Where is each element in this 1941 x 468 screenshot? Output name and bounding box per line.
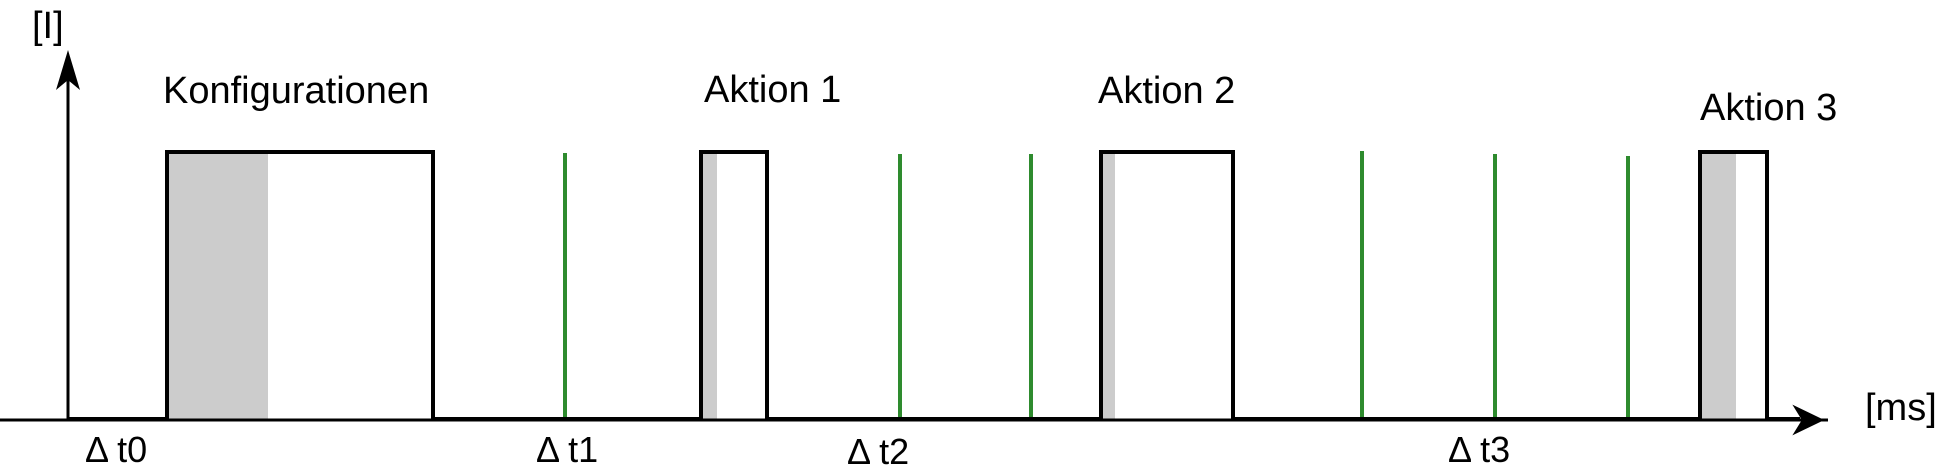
marker-lines xyxy=(563,151,1630,420)
signal-waveform xyxy=(68,150,1800,421)
interval-label-t2: Δ t2 xyxy=(847,431,909,468)
shade-konfiguration xyxy=(168,153,268,420)
shade-aktion-3 xyxy=(1702,153,1736,420)
y-axis-arrow-icon xyxy=(56,50,80,90)
phase-label-konfigurationen: Konfigurationen xyxy=(163,70,429,112)
x-axis-label: [ms] xyxy=(1865,387,1937,429)
interval-label-t1: Δ t1 xyxy=(536,429,598,468)
interval-label-t0: Δ t0 xyxy=(85,429,147,468)
shade-aktion-2 xyxy=(1102,153,1115,420)
shade-aktion-1 xyxy=(702,153,717,420)
phase-label-aktion-2: Aktion 2 xyxy=(1098,70,1235,112)
phase-label-aktion-1: Aktion 1 xyxy=(704,69,841,111)
x-axis-arrow-icon xyxy=(1792,404,1825,436)
y-axis-label: [I] xyxy=(32,5,64,47)
phase-label-aktion-3: Aktion 3 xyxy=(1700,87,1837,129)
interval-label-t3: Δ t3 xyxy=(1448,429,1510,468)
